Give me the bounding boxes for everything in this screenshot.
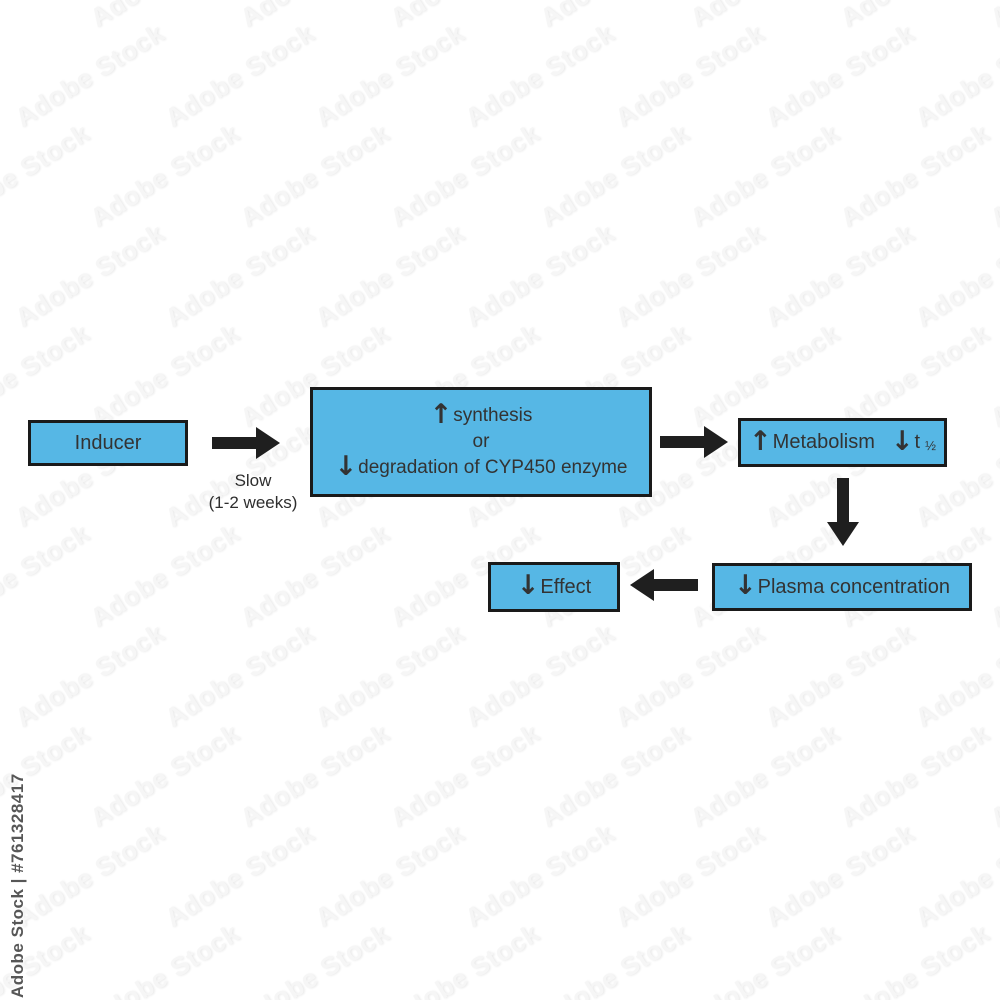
watermark-tile: Adobe Stock [609,217,770,333]
watermark-tile: Adobe Stock [159,217,320,333]
watermark-tile: Adobe Stock [84,117,245,233]
watermark-tile: Adobe Stock [309,17,470,133]
watermark-tile: Adobe Stock [309,217,470,333]
watermark-tile: Adobe Stock [684,317,845,433]
watermark-tile: Adobe Stock [759,217,920,333]
arrow-left-icon [630,569,698,601]
watermark-tile: Adobe Stock [159,817,320,933]
node-plasma-concentration: ↓ Plasma concentration [712,563,972,611]
watermark-tile: Adobe Stock [984,117,1000,233]
watermark-tile: Adobe Stock [234,517,395,633]
plasma-label: Plasma concentration [757,575,950,598]
edge-label-slow: Slow (1-2 weeks) [193,470,313,514]
watermark-tile: Adobe Stock [834,317,995,433]
enzyme-line-synthesis: ↑ synthesis [429,399,533,430]
watermark-tile: Adobe Stock [684,917,845,1000]
watermark-tile: Adobe Stock [984,517,1000,633]
watermark-tile: Adobe Stock [85,0,246,34]
arrow-right-icon [660,426,728,458]
metabolism-label: Metabolism [772,431,875,453]
watermark-tile: Adobe Stock [834,717,995,833]
watermark-tile: Adobe Stock [835,0,996,34]
watermark-tile: Adobe Stock [234,717,395,833]
arrow-right-icon [212,427,280,459]
watermark-tile: Adobe Stock [309,617,470,733]
watermark-tile: Adobe Stock [834,117,995,233]
watermark-tile: Adobe Stock [985,0,1000,34]
watermark-tile: Adobe Stock [9,817,170,933]
watermark-tile: Adobe Stock [459,217,620,333]
watermark-tile: Adobe Stock [0,117,95,233]
enzyme-line-or: or [472,431,490,452]
watermark-tile: Adobe Stock [534,717,695,833]
watermark-tile: Adobe Stock [609,17,770,133]
watermark-tile: Adobe Stock [909,817,1000,933]
effect-pair: ↓ Effect [516,570,592,601]
watermark-tile: Adobe Stock [9,617,170,733]
metabolism-pair: ↑ Metabolism [749,425,875,457]
watermark-tile: Adobe Stock [459,817,620,933]
arrow-down-icon [827,478,859,546]
watermark-tile: Adobe Stock [984,917,1000,1000]
watermark-tile: Adobe Stock [0,517,95,633]
watermark-tile: Adobe Stock [984,317,1000,433]
degradation-text: degradation of CYP450 enzyme [358,457,628,478]
effect-label: Effect [540,575,592,598]
watermark-tile: Adobe Stock [909,17,1000,133]
watermark-tile: Adobe Stock [234,117,395,233]
watermark-tile: Adobe Stock [759,17,920,133]
inducer-label: Inducer [74,431,142,454]
watermark-tile: Adobe Stock [534,917,695,1000]
watermark-tile: Adobe Stock [609,817,770,933]
node-inducer: Inducer [28,420,188,466]
watermark-tile: Adobe Stock [609,617,770,733]
watermark-tile: Adobe Stock [759,817,920,933]
watermark-tile: Adobe Stock [909,217,1000,333]
watermark-tile: Adobe Stock [384,717,545,833]
watermark-tile: Adobe Stock [909,617,1000,733]
watermark-tile: Adobe Stock [834,917,995,1000]
half-fraction-label: ½ [925,438,936,453]
watermark-tile: Adobe Stock [84,717,245,833]
node-enzyme-synthesis: ↑ synthesis or ↓ degradation of CYP450 e… [310,387,652,497]
slow-text: Slow [234,471,272,490]
watermark-tile: Adobe Stock [235,0,396,34]
synthesis-text: synthesis [453,405,533,426]
half-life-t-label: t [914,431,921,453]
watermark-tile: Adobe Stock [459,17,620,133]
watermark-tile: Adobe Stock [234,917,395,1000]
watermark-tile: Adobe Stock [9,17,170,133]
watermark-tile: Adobe Stock [84,917,245,1000]
half-life-pair: ↓ t ½ [890,425,936,457]
watermark-tile: Adobe Stock [0,0,95,34]
watermark-tile: Adobe Stock [0,317,95,433]
plasma-pair: ↓ Plasma concentration [734,570,950,601]
watermark-tile: Adobe Stock [759,617,920,733]
watermark-tile: Adobe Stock [684,717,845,833]
watermark-tile: Adobe Stock [459,617,620,733]
watermark-tile: Adobe Stock [159,617,320,733]
watermark-tile: Adobe Stock [384,117,545,233]
watermark-tile: Adobe Stock [684,117,845,233]
enzyme-line-degradation: ↓ degradation of CYP450 enzyme [334,451,628,482]
node-metabolism: ↑ Metabolism ↓ t ½ [738,418,947,467]
watermark-tile: Adobe Stock [535,0,696,34]
watermark-tile: Adobe Stock [309,817,470,933]
stock-credit-watermark: Adobe Stock | #761328417 [8,773,27,998]
slow-duration-text: (1-2 weeks) [208,493,298,512]
watermark-tile: Adobe Stock [385,0,546,34]
watermark-tile: Adobe Stock [84,517,245,633]
node-effect: ↓ Effect [488,562,620,612]
watermark-tile: Adobe Stock [984,717,1000,833]
watermark-tile: Adobe Stock [384,917,545,1000]
watermark-tile: Adobe Stock [685,0,846,34]
watermark-tile: Adobe Stock [534,117,695,233]
watermark-tile: Adobe Stock [159,17,320,133]
watermark-tile: Adobe Stock [9,217,170,333]
watermark-tile: Adobe Stock [84,317,245,433]
